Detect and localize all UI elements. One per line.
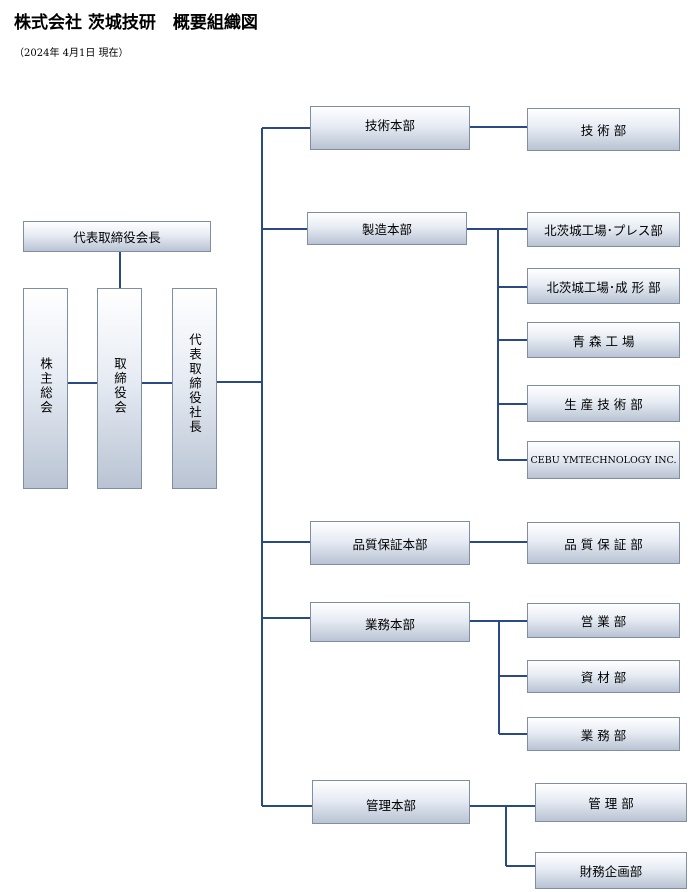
tech-dept-box: 技 術 部 — [527, 108, 680, 151]
president-box: 代表取締役社長 — [172, 288, 217, 489]
qa-dept-box: 品 質 保 証 部 — [527, 522, 680, 564]
board-of-directors-box: 取締役会 — [97, 288, 142, 489]
finance-planning-box: 財務企画部 — [535, 852, 687, 889]
date-note: （2024年 4月1日 現在） — [14, 48, 129, 59]
business-dept-box: 業 務 部 — [527, 717, 680, 751]
shareholders-meeting-box: 株主総会 — [23, 288, 68, 489]
kitaibaraki-molding-box: 北茨城工場･成 形 部 — [527, 268, 680, 304]
cebu-ymtechnology-box: CEBU YMTECHNOLOGY INC. — [527, 441, 680, 479]
tech-hq-box: 技術本部 — [310, 106, 470, 150]
materials-dept-box: 資 材 部 — [527, 660, 680, 693]
management-hq-box: 管理本部 — [312, 780, 470, 824]
qa-hq-box: 品質保証本部 — [310, 521, 470, 565]
production-engineering-box: 生 産 技 術 部 — [527, 385, 680, 422]
kitaibaraki-press-box: 北茨城工場･プレス部 — [527, 212, 680, 247]
business-hq-box: 業務本部 — [310, 602, 470, 642]
aomori-factory-box: 青 森 工 場 — [527, 322, 680, 358]
mfg-hq-box: 製造本部 — [307, 212, 467, 245]
management-dept-box: 管 理 部 — [535, 783, 687, 822]
page-title: 株式会社 茨城技研 概要組織図 — [14, 13, 258, 33]
sales-dept-box: 営 業 部 — [527, 603, 680, 638]
chairman-box: 代表取締役会長 — [23, 221, 211, 252]
